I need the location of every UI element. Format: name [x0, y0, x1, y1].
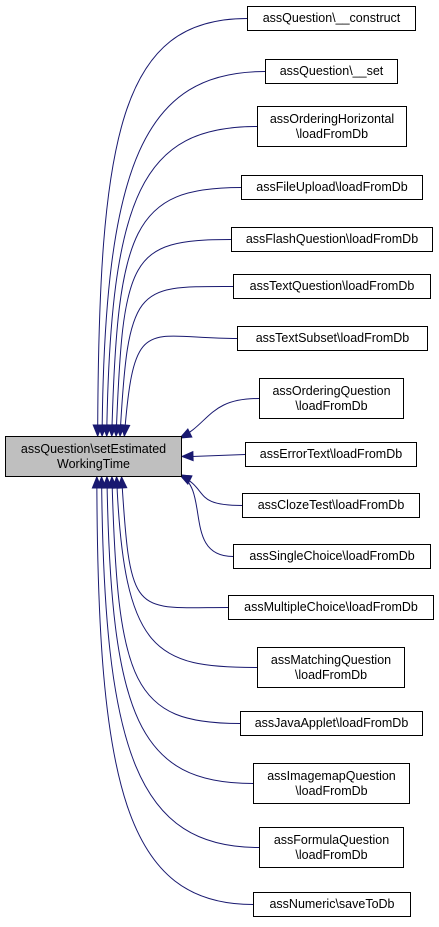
call-edge: [101, 71, 266, 437]
call-edge: [97, 18, 248, 437]
caller-node[interactable]: assTextQuestion\loadFromDb: [233, 274, 431, 299]
caller-node-label: assMultipleChoice\loadFromDb: [244, 600, 418, 614]
root-line-2: WorkingTime: [57, 456, 130, 471]
call-edge: [106, 126, 258, 437]
caller-node[interactable]: assOrderingHorizontal\loadFromDb: [257, 106, 407, 147]
caller-node-label: assFormulaQuestion: [273, 832, 390, 847]
caller-node[interactable]: assJavaApplet\loadFromDb: [240, 711, 423, 736]
edge-arrowhead: [180, 450, 194, 462]
caller-node-label: assQuestion\__set: [279, 64, 384, 78]
caller-node-label: assImagemapQuestion: [267, 768, 396, 783]
caller-node[interactable]: assTextSubset\loadFromDb: [237, 326, 428, 351]
call-edge: [96, 476, 254, 905]
call-edge: [111, 187, 242, 437]
caller-node[interactable]: assFlashQuestion\loadFromDb: [231, 227, 433, 252]
caller-node-label: assQuestion\__construct: [262, 11, 401, 25]
caller-node-label: assFlashQuestion\loadFromDb: [245, 232, 419, 246]
call-edge: [121, 476, 229, 609]
call-edge: [179, 398, 260, 439]
caller-node-label: assOrderingQuestion: [272, 383, 391, 398]
root-node: assQuestion\setEstimated WorkingTime: [5, 436, 182, 477]
caller-node-label: \loadFromDb: [295, 847, 368, 862]
root-line-1: assQuestion\setEstimated: [20, 441, 167, 456]
call-edge: [123, 335, 238, 437]
caller-node-label: assClozeTest\loadFromDb: [257, 498, 405, 512]
edge-arrowhead: [178, 428, 193, 439]
caller-node[interactable]: assFileUpload\loadFromDb: [241, 175, 423, 200]
caller-node[interactable]: assMultipleChoice\loadFromDb: [228, 595, 434, 620]
caller-node-label: assNumeric\saveToDb: [269, 897, 395, 911]
caller-node[interactable]: assImagemapQuestion\loadFromDb: [253, 763, 410, 804]
caller-node-label: \loadFromDb: [294, 667, 368, 682]
caller-node[interactable]: assSingleChoice\loadFromDb: [233, 544, 431, 569]
call-edge: [101, 476, 260, 848]
caller-node-label: \loadFromDb: [295, 126, 369, 141]
caller-node[interactable]: assNumeric\saveToDb: [253, 892, 411, 917]
edge-arrowhead: [178, 474, 193, 485]
caller-node[interactable]: assQuestion\__set: [265, 59, 398, 84]
caller-node-label: assMatchingQuestion: [270, 652, 392, 667]
call-edge: [119, 285, 234, 437]
call-edge: [191, 454, 246, 457]
caller-node[interactable]: assErrorText\loadFromDb: [245, 442, 417, 467]
call-edge: [115, 239, 232, 437]
caller-node-label: assTextSubset\loadFromDb: [255, 331, 410, 345]
caller-node-label: assJavaApplet\loadFromDb: [254, 716, 409, 730]
call-edge: [111, 476, 241, 724]
caller-node-label: \loadFromDb: [295, 398, 368, 413]
caller-node-label: assTextQuestion\loadFromDb: [249, 279, 415, 293]
caller-node-label: assErrorText\loadFromDb: [259, 447, 403, 461]
caller-node-label: assFileUpload\loadFromDb: [256, 180, 408, 194]
caller-node-label: assOrderingHorizontal: [269, 111, 395, 126]
caller-node[interactable]: assQuestion\__construct: [247, 6, 416, 31]
caller-node[interactable]: assClozeTest\loadFromDb: [242, 493, 420, 518]
call-edge: [116, 476, 258, 668]
caller-node[interactable]: assMatchingQuestion\loadFromDb: [257, 647, 405, 688]
caller-node[interactable]: assFormulaQuestion\loadFromDb: [259, 827, 404, 868]
caller-node[interactable]: assOrderingQuestion\loadFromDb: [259, 378, 404, 419]
call-edge: [179, 474, 234, 557]
edge-arrowhead: [91, 475, 103, 489]
caller-node-label: \loadFromDb: [295, 783, 368, 798]
caller-node-label: assSingleChoice\loadFromDb: [249, 549, 415, 563]
edge-arrowhead: [120, 424, 131, 438]
call-edge: [106, 476, 254, 784]
